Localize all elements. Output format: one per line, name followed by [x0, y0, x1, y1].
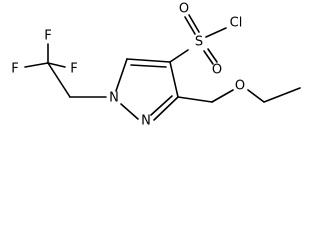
- molecular-structure-diagram: F F F N N S O O Cl O: [11, 2, 301, 129]
- atom-o-top: O: [179, 2, 189, 17]
- bond-s-o-bottom-2: [207, 48, 218, 63]
- bond-s-o-top-2: [188, 14, 200, 33]
- bond-c-f-right: [47, 62, 66, 68]
- bond-c3-n2: [153, 96, 179, 121]
- bond-c3-ch2: [177, 96, 213, 103]
- bond-c4-c3: [169, 61, 179, 98]
- bond-c3-n2-inner: [150, 95, 173, 116]
- bond-n2-n1: [120, 103, 139, 120]
- atom-f-right: F: [70, 62, 77, 77]
- atom-n2: N: [141, 114, 151, 129]
- bond-c5-c4-inner: [130, 64, 167, 68]
- bond-ch2-o: [211, 89, 234, 103]
- atom-o-bottom: O: [212, 63, 222, 78]
- atom-s: S: [195, 35, 203, 50]
- bond-s-cl: [205, 27, 227, 38]
- atom-f-top: F: [44, 29, 51, 44]
- bond-ch2-ch3: [263, 87, 301, 103]
- bond-n1-c5: [115, 58, 128, 92]
- bond-o-ch2: [247, 89, 265, 103]
- bond-s-o-bottom-1: [203, 50, 214, 65]
- bond-c-f-left: [24, 62, 49, 68]
- atom-o-ether: O: [235, 79, 245, 94]
- atom-n1: N: [109, 91, 119, 106]
- bond-s-o-top-1: [184, 16, 196, 35]
- bond-c4-s: [169, 49, 189, 63]
- bond-cf3-ch2: [47, 62, 71, 98]
- atom-cl: Cl: [230, 16, 243, 31]
- bond-c5-c4: [126, 58, 171, 63]
- atom-f-left: F: [11, 62, 18, 77]
